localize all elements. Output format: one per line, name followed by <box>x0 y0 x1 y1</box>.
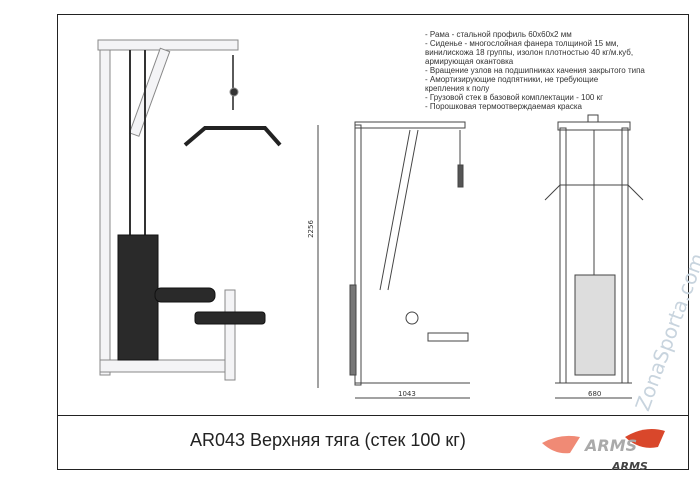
spec-item: - Грузовой стек в базовой комплектации -… <box>425 93 603 102</box>
title-divider <box>57 415 689 416</box>
machine-front-view <box>544 114 644 399</box>
width-dimension: 680 <box>588 390 602 398</box>
product-title: AR043 Верхняя тяга (стек 100 кг) <box>190 430 466 450</box>
svg-text:ARMS: ARMS <box>583 436 637 455</box>
arms-logo: ARMS ARMS <box>542 429 665 473</box>
spec-list: - Рама - стальной профиль 60х60х2 мм - С… <box>425 30 687 111</box>
machine-side-view <box>317 121 470 399</box>
sheet-frame <box>57 14 689 470</box>
spec-item: - Вращение узлов на подшипниках качения … <box>425 66 645 75</box>
height-dimension: 2256 <box>306 220 315 238</box>
length-dimension: 1043 <box>398 390 416 398</box>
machine-render <box>97 39 282 381</box>
spec-item: - Амортизирующие подпятники, не требующи… <box>425 75 599 93</box>
spec-item: - Сиденье - многослойная фанера толщиной… <box>425 39 634 66</box>
spec-item: - Рама - стальной профиль 60х60х2 мм <box>425 30 572 39</box>
svg-text:ARMS: ARMS <box>611 460 648 473</box>
spec-item: - Порошковая термоотверждаемая краска <box>425 102 582 111</box>
